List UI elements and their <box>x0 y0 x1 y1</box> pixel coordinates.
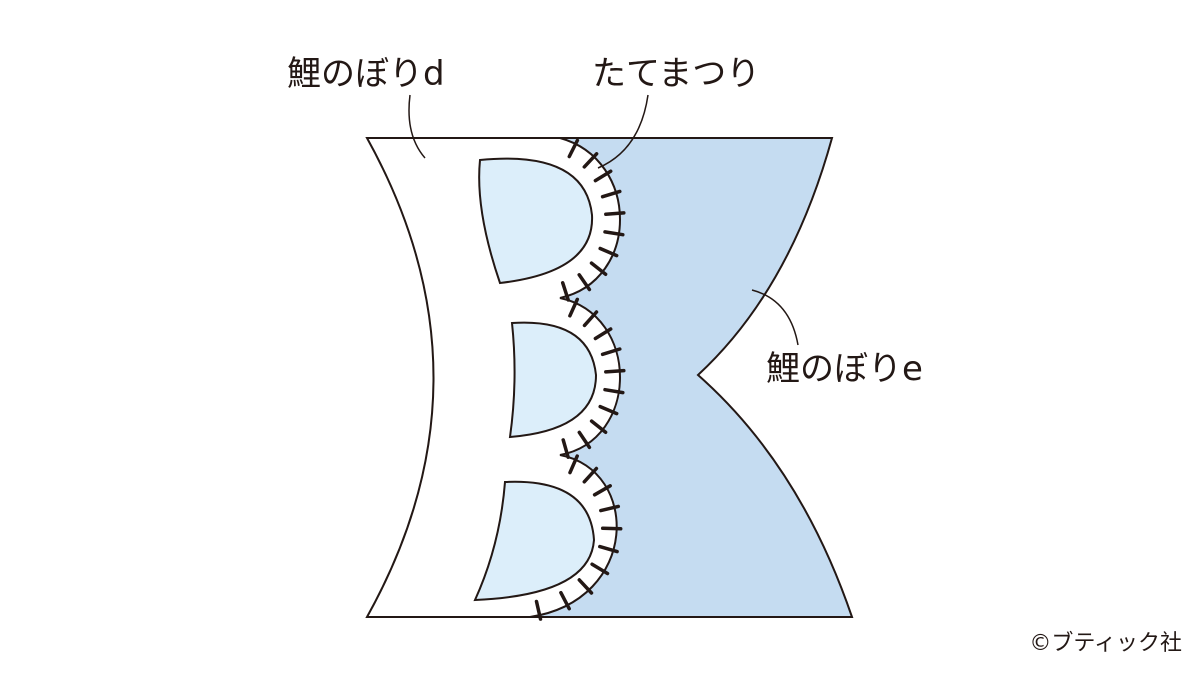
stitch-mark <box>590 562 610 576</box>
label-tatematsuri: たてまつり <box>592 54 761 94</box>
stitch-mark <box>603 387 625 395</box>
stitch-mark <box>561 438 570 459</box>
stitch-mark <box>567 138 580 159</box>
stitch-mark <box>600 347 622 357</box>
leader-line-e <box>751 289 799 346</box>
stitch-mark <box>589 261 608 277</box>
stitch-mark <box>577 430 592 450</box>
stitch-mark <box>600 526 623 531</box>
stitch-mark <box>582 466 599 484</box>
stitch-mark <box>568 454 579 475</box>
stitch-mark <box>603 230 625 237</box>
stitch-mark <box>589 419 608 435</box>
stitch-mark <box>598 246 619 258</box>
stitch-mark <box>600 189 622 199</box>
stitch-mark <box>598 404 619 416</box>
copyright-credit: ©ブティック社 <box>1029 631 1182 656</box>
stitch-mark <box>568 297 580 318</box>
stitch-mark <box>604 368 626 374</box>
stitch-mark <box>582 152 599 169</box>
stitch-mark <box>604 211 626 216</box>
stitch-mark <box>592 484 612 497</box>
stitch-mark <box>599 504 621 513</box>
label-koinobori-e: 鯉のぼりe <box>766 349 923 389</box>
stitch-mark <box>560 281 570 302</box>
scale-shape-2 <box>508 321 598 439</box>
stitch-mark <box>559 590 571 611</box>
label-koinobori-d: 鯉のぼりd <box>287 54 445 94</box>
stitch-mark <box>593 327 613 341</box>
stitch-mark <box>582 310 599 328</box>
leader-line-d <box>408 94 426 159</box>
stitch-mark <box>577 273 592 292</box>
scale-shape-3 <box>473 480 596 602</box>
stitch-mark <box>593 169 613 183</box>
leader-line-stitch <box>597 94 649 169</box>
stitch-mark <box>577 578 594 595</box>
stitch-mark <box>598 544 619 554</box>
scale-shape-1 <box>478 157 594 285</box>
stitch-mark <box>534 599 543 621</box>
tatematsuri-stitches <box>534 138 626 621</box>
